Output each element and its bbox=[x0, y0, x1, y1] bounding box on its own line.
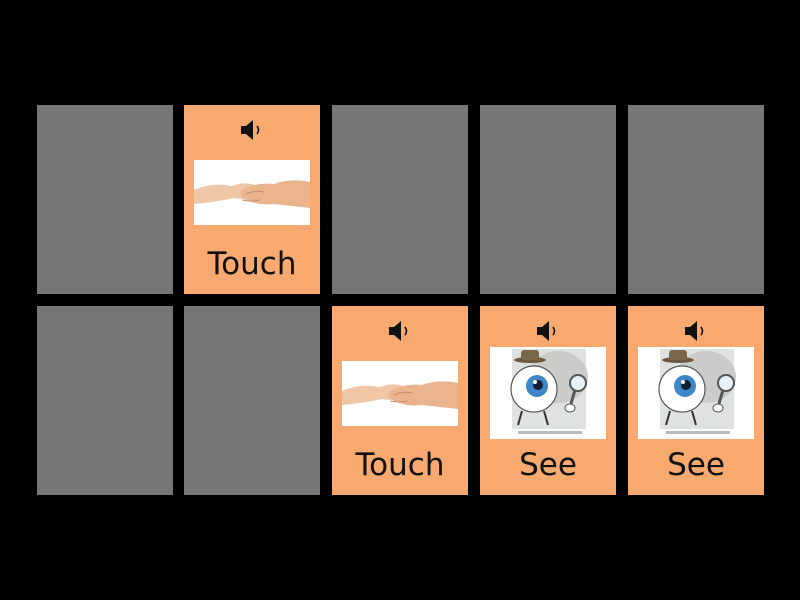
card-1[interactable] bbox=[37, 105, 173, 294]
hands-touching-image bbox=[342, 361, 458, 426]
eyeball-detective-image bbox=[638, 347, 754, 439]
card-3[interactable] bbox=[332, 105, 468, 294]
card-6[interactable] bbox=[37, 306, 173, 495]
card-word: See bbox=[519, 447, 577, 483]
card-word: See bbox=[667, 447, 725, 483]
speaker-icon[interactable] bbox=[534, 318, 562, 344]
card-9[interactable]: See bbox=[480, 306, 616, 495]
card-7[interactable] bbox=[184, 306, 320, 495]
eyeball-detective-image bbox=[490, 347, 606, 439]
speaker-icon[interactable] bbox=[682, 318, 710, 344]
card-8[interactable]: Touch bbox=[332, 306, 468, 495]
card-4[interactable] bbox=[480, 105, 616, 294]
card-word: Touch bbox=[355, 447, 445, 483]
card-5[interactable] bbox=[628, 105, 764, 294]
card-10[interactable]: See bbox=[628, 306, 764, 495]
card-2[interactable]: Touch bbox=[184, 105, 320, 294]
speaker-icon[interactable] bbox=[238, 117, 266, 143]
hands-touching-image bbox=[194, 160, 310, 225]
card-word: Touch bbox=[207, 246, 297, 282]
speaker-icon[interactable] bbox=[386, 318, 414, 344]
